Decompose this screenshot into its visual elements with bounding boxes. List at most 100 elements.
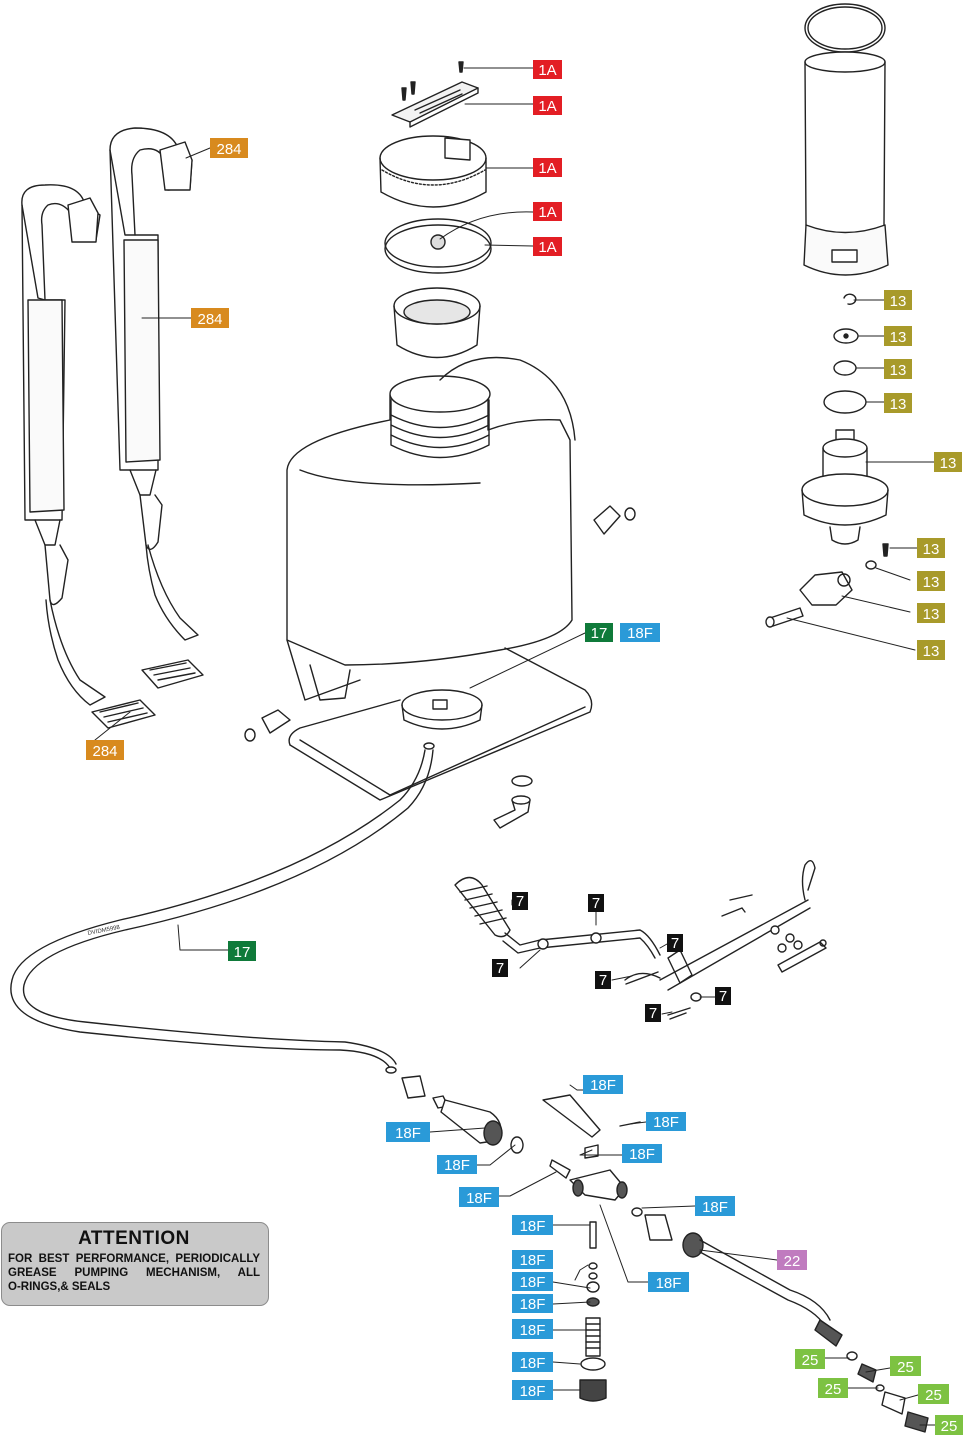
label-18f: 18F — [620, 623, 660, 642]
strap-buckles — [91, 659, 204, 729]
pump-valve-body — [801, 429, 889, 545]
svg-text:13: 13 — [923, 643, 940, 660]
tank-frame — [288, 647, 593, 801]
label-18f: 18F — [512, 1352, 553, 1372]
label-284: 284 — [191, 308, 229, 328]
svg-text:1A: 1A — [538, 160, 556, 177]
svg-text:17: 17 — [591, 625, 608, 642]
svg-text:7: 7 — [649, 1005, 657, 1022]
tank-body — [286, 356, 576, 701]
svg-text:18F: 18F — [520, 1322, 546, 1339]
svg-text:18F: 18F — [653, 1114, 679, 1131]
attention-line-2: GREASE PUMPING MECHANISM, ALL — [8, 1267, 260, 1279]
svg-text:13: 13 — [890, 293, 907, 310]
svg-text:13: 13 — [923, 606, 940, 623]
svg-text:7: 7 — [592, 895, 600, 912]
shoulder-strap-right — [109, 127, 199, 641]
pump-small-parts — [823, 293, 867, 414]
label-13: 13 — [884, 326, 912, 346]
label-17: 17 — [228, 941, 256, 961]
svg-text:17: 17 — [234, 944, 251, 961]
svg-text:25: 25 — [802, 1352, 819, 1369]
attention-body: FOR BEST PERFORMANCE, PERIODICALLY GREAS… — [8, 1252, 260, 1294]
svg-text:7: 7 — [671, 935, 679, 952]
label-7: 7 — [645, 1004, 661, 1022]
attention-line-3: O-RINGS,& SEALS — [8, 1281, 111, 1293]
side-fittings — [244, 505, 636, 742]
svg-text:7: 7 — [599, 972, 607, 989]
attention-line-1: FOR BEST PERFORMANCE, PERIODICALLY — [8, 1253, 260, 1265]
svg-text:13: 13 — [923, 574, 940, 591]
lid-screws — [401, 61, 464, 101]
elbow-fitting — [493, 775, 533, 829]
valve-stack-parts — [579, 1221, 607, 1402]
svg-text:18F: 18F — [520, 1296, 546, 1313]
svg-text:25: 25 — [825, 1381, 842, 1398]
svg-text:1A: 1A — [538, 62, 556, 79]
pump-lever-block — [799, 571, 853, 606]
svg-text:284: 284 — [216, 141, 241, 158]
svg-text:18F: 18F — [395, 1125, 421, 1142]
label-7: 7 — [667, 934, 683, 952]
label-25: 25 — [935, 1415, 963, 1435]
part-labels: 1A 1A 1A 1A 1A 284 284 284 13 13 13 13 1… — [86, 60, 963, 1435]
label-13: 13 — [884, 393, 912, 413]
pump-handle-assembly — [454, 860, 827, 1020]
svg-text:7: 7 — [496, 960, 504, 977]
svg-text:7: 7 — [516, 893, 524, 910]
lid-seal-disc — [384, 218, 492, 274]
pump-pin-and-washer — [865, 543, 889, 570]
label-7: 7 — [492, 959, 508, 977]
label-13: 13 — [917, 640, 945, 660]
svg-text:13: 13 — [923, 541, 940, 558]
label-18f: 18F — [512, 1250, 553, 1269]
label-13: 13 — [934, 452, 962, 472]
svg-text:18F: 18F — [590, 1077, 616, 1094]
label-25: 25 — [795, 1349, 825, 1369]
label-18f: 18F — [459, 1187, 499, 1207]
svg-text:18F: 18F — [702, 1199, 728, 1216]
svg-text:18F: 18F — [520, 1383, 546, 1400]
label-18f: 18F — [437, 1155, 477, 1174]
pump-o-ring-top — [804, 3, 886, 53]
label-18f: 18F — [512, 1215, 553, 1235]
label-13: 13 — [884, 359, 912, 379]
svg-text:18F: 18F — [520, 1252, 546, 1269]
label-18f: 18F — [646, 1112, 686, 1131]
lid-plate — [391, 81, 479, 128]
attention-title: ATTENTION — [78, 1228, 190, 1249]
svg-text:284: 284 — [92, 743, 117, 760]
svg-text:18F: 18F — [627, 625, 653, 642]
label-25: 25 — [890, 1356, 921, 1376]
svg-text:25: 25 — [897, 1359, 914, 1376]
label-7: 7 — [512, 892, 528, 910]
label-25: 25 — [818, 1378, 848, 1398]
attention-notice: ATTENTION FOR BEST PERFORMANCE, PERIODIC… — [1, 1222, 269, 1306]
label-18f: 18F — [512, 1319, 553, 1339]
svg-text:18F: 18F — [520, 1274, 546, 1291]
svg-text:22: 22 — [784, 1253, 801, 1270]
label-284: 284 — [86, 740, 124, 760]
svg-text:284: 284 — [197, 311, 222, 328]
tank-bottom-fitting — [401, 689, 483, 730]
label-284: 284 — [210, 138, 248, 158]
label-17: 17 — [585, 623, 613, 642]
svg-text:13: 13 — [940, 455, 957, 472]
svg-text:18F: 18F — [444, 1157, 470, 1174]
label-7: 7 — [715, 987, 731, 1005]
pump-clevis-pin — [765, 607, 804, 628]
label-18f: 18F — [512, 1294, 553, 1313]
spray-lance — [644, 1214, 843, 1347]
pump-cylinder — [803, 51, 889, 276]
svg-text:7: 7 — [719, 988, 727, 1005]
svg-text:25: 25 — [941, 1418, 958, 1435]
svg-text:18F: 18F — [520, 1355, 546, 1372]
label-18f: 18F — [583, 1075, 623, 1094]
svg-text:18F: 18F — [520, 1218, 546, 1235]
label-25: 25 — [918, 1384, 949, 1404]
label-18f: 18F — [386, 1122, 430, 1142]
lid-cap — [379, 135, 487, 208]
label-7: 7 — [588, 894, 604, 912]
svg-text:1A: 1A — [538, 98, 556, 115]
